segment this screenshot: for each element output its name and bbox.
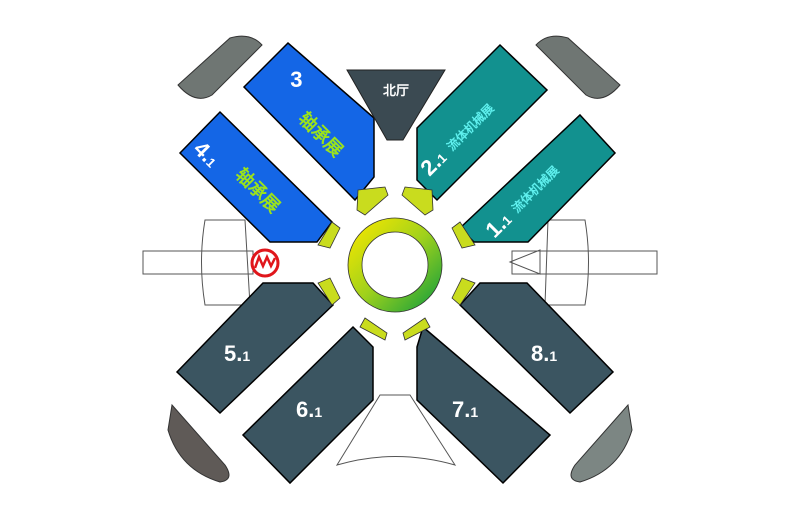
- hall-3-number: 3: [290, 67, 302, 92]
- hall-7-1[interactable]: [416, 325, 552, 485]
- metro-icon[interactable]: [250, 248, 280, 278]
- hall-5-1[interactable]: [175, 282, 335, 415]
- hall-8-1[interactable]: [458, 282, 615, 415]
- hall-7-1-number: 7.1: [452, 397, 478, 422]
- corridor-segments: [317, 186, 476, 341]
- roads: [142, 219, 658, 466]
- hall-3[interactable]: [242, 41, 375, 202]
- north-hall-label: 北厅: [383, 84, 409, 99]
- hall-4-1[interactable]: [178, 110, 333, 243]
- hall-6-1-number: 6.1: [296, 397, 322, 422]
- central-roundabout: [348, 218, 442, 312]
- hall-1-1[interactable]: [458, 113, 617, 243]
- hall-6-1[interactable]: [241, 325, 374, 485]
- north-hall[interactable]: [346, 69, 446, 141]
- corner-buildings: [167, 35, 633, 483]
- hall-5-1-number: 5.1: [224, 341, 250, 366]
- hall-8-1-number: 8.1: [531, 341, 557, 366]
